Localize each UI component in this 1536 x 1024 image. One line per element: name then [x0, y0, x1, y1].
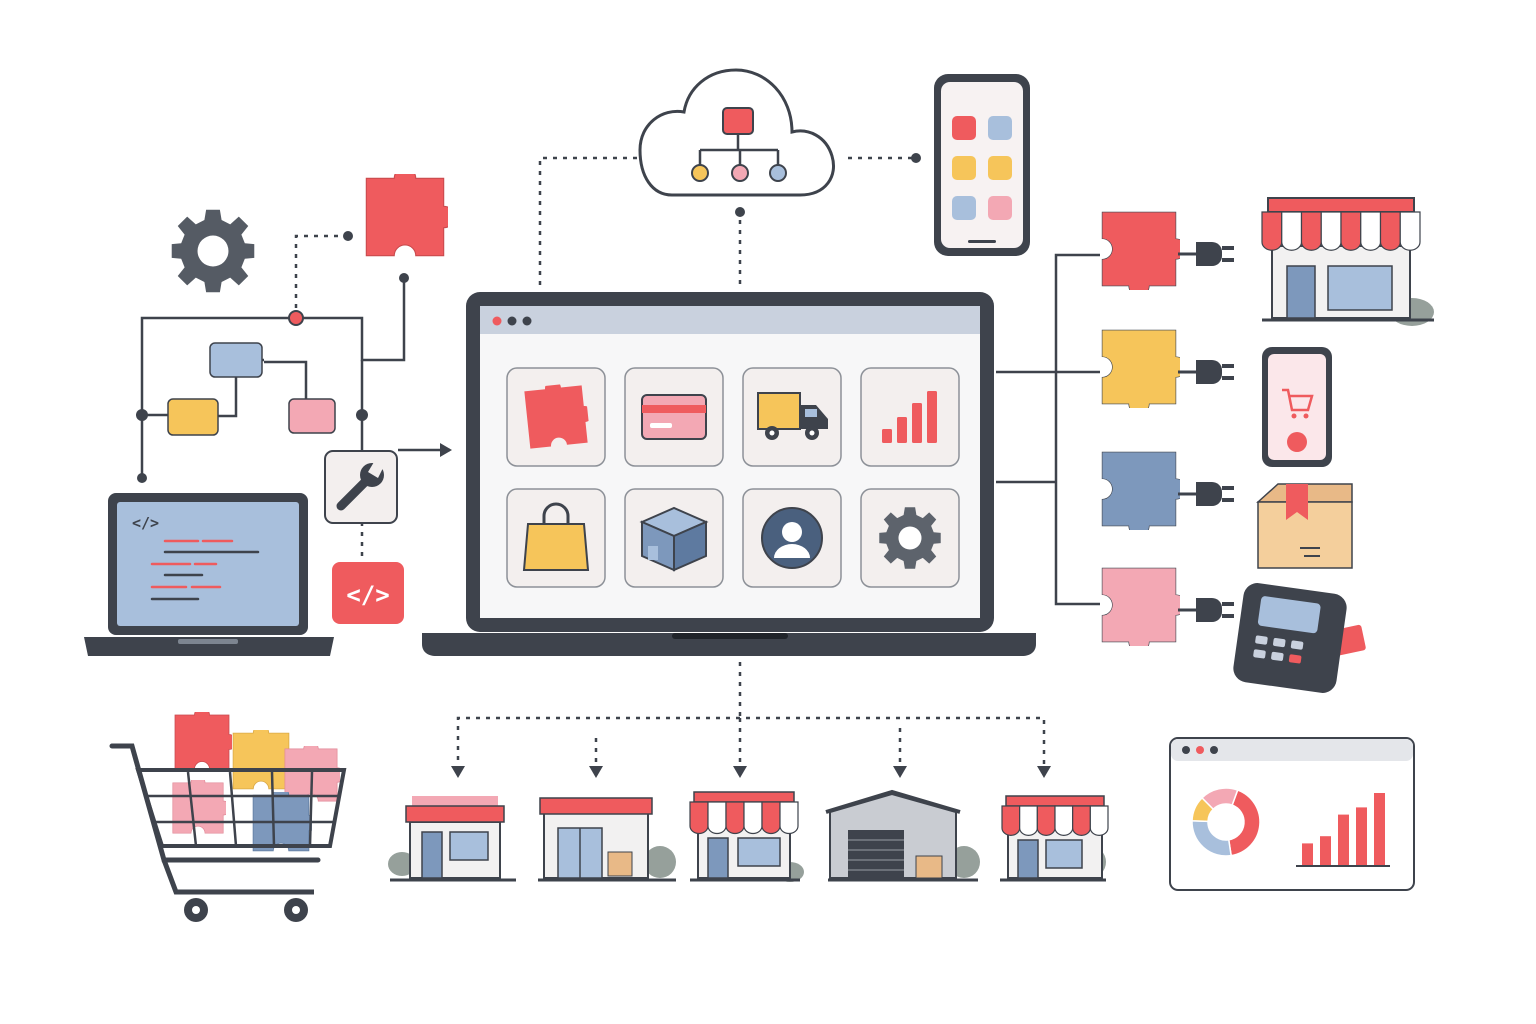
bar-chart-icon — [882, 391, 937, 443]
payment-tile[interactable] — [624, 367, 724, 467]
plug-icon — [1178, 358, 1236, 386]
donut-chart — [1191, 787, 1261, 857]
svg-text:</>: </> — [132, 514, 159, 532]
warehouse-icon — [825, 789, 980, 882]
code-icon: </> — [332, 562, 404, 624]
payment-terminal-icon — [1233, 583, 1366, 693]
workflow-blocks — [167, 342, 336, 436]
plug-icon — [1178, 596, 1236, 624]
package-box-icon — [639, 506, 709, 572]
user-profile-icon — [761, 507, 823, 569]
storefront-icon — [1261, 197, 1434, 326]
plug-icon — [1178, 480, 1236, 508]
store-front-icon — [538, 797, 676, 882]
puzzle-piece-icon — [1101, 451, 1180, 530]
cloud-hierarchy-icon — [638, 68, 835, 197]
dashboard-bar-chart — [1302, 793, 1385, 865]
dashboard-bar — [1356, 807, 1367, 865]
small-shop-icon — [388, 796, 516, 882]
analytics-dashboard-icon — [1169, 737, 1415, 891]
mobile-shop-icon — [1262, 347, 1332, 467]
main-laptop — [422, 292, 1036, 656]
plug-icon — [1178, 240, 1236, 268]
connector-lines — [140, 156, 1100, 770]
credit-card-icon — [641, 394, 707, 440]
integration-puzzle-pink[interactable] — [1101, 567, 1236, 652]
settings-tile[interactable] — [860, 488, 960, 588]
puzzle-tile[interactable] — [506, 367, 606, 467]
gear-icon — [879, 507, 941, 569]
dashboard-bar — [1320, 836, 1331, 865]
shipping-tile[interactable] — [742, 367, 842, 467]
gear-icon — [171, 209, 255, 293]
svg-text:</>: </> — [346, 581, 389, 609]
analytics-tile[interactable] — [860, 367, 960, 467]
awning-store-icon — [689, 791, 804, 882]
inventory-tile[interactable] — [624, 488, 724, 588]
dashboard-bar — [1302, 843, 1313, 865]
integration-puzzle-yellow[interactable] — [1101, 329, 1236, 414]
delivery-truck-icon — [757, 392, 828, 440]
code-editor-icon: </> — [84, 493, 334, 656]
shopping-bag-icon — [522, 502, 590, 571]
shipping-box-icon — [1256, 483, 1353, 569]
puzzle-piece-icon — [1101, 329, 1180, 408]
boutique-icon — [1000, 795, 1109, 882]
shopping-tile[interactable] — [506, 488, 606, 588]
puzzle-piece-icon — [1101, 211, 1180, 290]
wrench-icon — [324, 450, 398, 524]
account-tile[interactable] — [742, 488, 842, 588]
puzzle-piece-icon — [1101, 567, 1180, 646]
mobile-app-icon — [934, 74, 1030, 256]
connector-nodes — [136, 153, 921, 483]
integration-puzzle-steel[interactable] — [1101, 451, 1236, 536]
integration-list — [1101, 211, 1236, 652]
shopping-cart-icon — [109, 712, 347, 922]
donut-segment — [1227, 789, 1261, 857]
dashboard-bar — [1374, 793, 1385, 865]
donut-segment — [1200, 787, 1239, 811]
integration-puzzle-red[interactable] — [1101, 211, 1236, 296]
dashboard-bar — [1338, 814, 1349, 865]
app-tile-grid — [506, 367, 960, 588]
puzzle-piece-icon — [365, 174, 448, 257]
connector-arrowheads — [440, 443, 1051, 778]
